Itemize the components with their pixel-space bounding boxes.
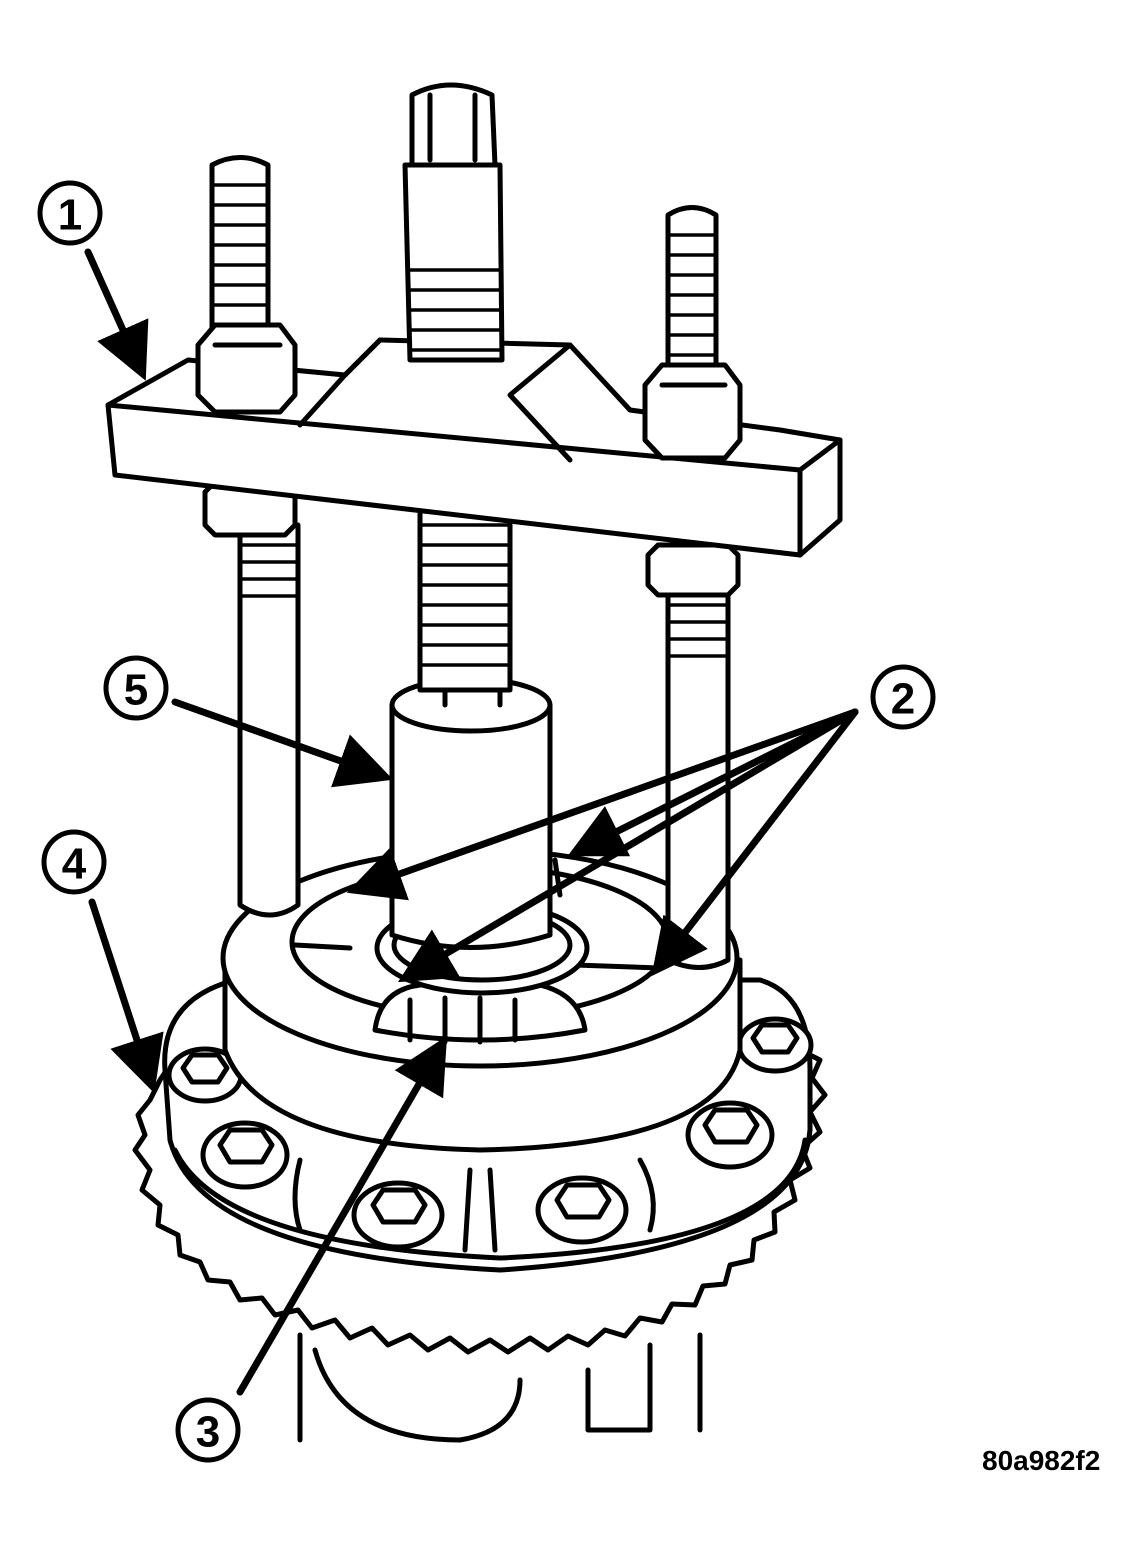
callout-5: 5 [103,655,169,721]
leader-3 [236,1035,448,1396]
callout-2: 2 [870,664,936,730]
leader-2d [651,708,859,977]
flange-bolt [685,1100,775,1170]
svg-text:4: 4 [62,840,87,889]
flange-bolt [535,1175,629,1245]
svg-text:1: 1 [58,191,82,240]
callout-1: 1 [37,180,103,246]
leader-2b [567,708,859,857]
flange-bolt [736,1016,814,1074]
leader-2c [397,708,859,983]
stud-left [195,155,298,415]
differential-bearing [220,847,743,1153]
svg-text:3: 3 [196,1408,220,1457]
svg-text:5: 5 [124,666,148,715]
figure-id-label: 80a982f2 [982,1445,1100,1476]
forcing-screw-lower [417,502,513,693]
flange-bolt [351,1180,445,1250]
callout-arrows [84,248,859,1396]
stud-right [642,205,743,461]
leader-4 [88,898,164,1094]
callout-3: 3 [175,1397,241,1463]
leader-1 [84,248,149,381]
puller-leg-left [202,479,301,918]
svg-text:2: 2 [891,675,915,724]
callout-4: 4 [41,829,107,895]
leader-2a [346,708,859,901]
flange-bolt [200,1120,290,1190]
leader-5 [171,698,394,788]
forcing-screw-head [402,82,505,363]
